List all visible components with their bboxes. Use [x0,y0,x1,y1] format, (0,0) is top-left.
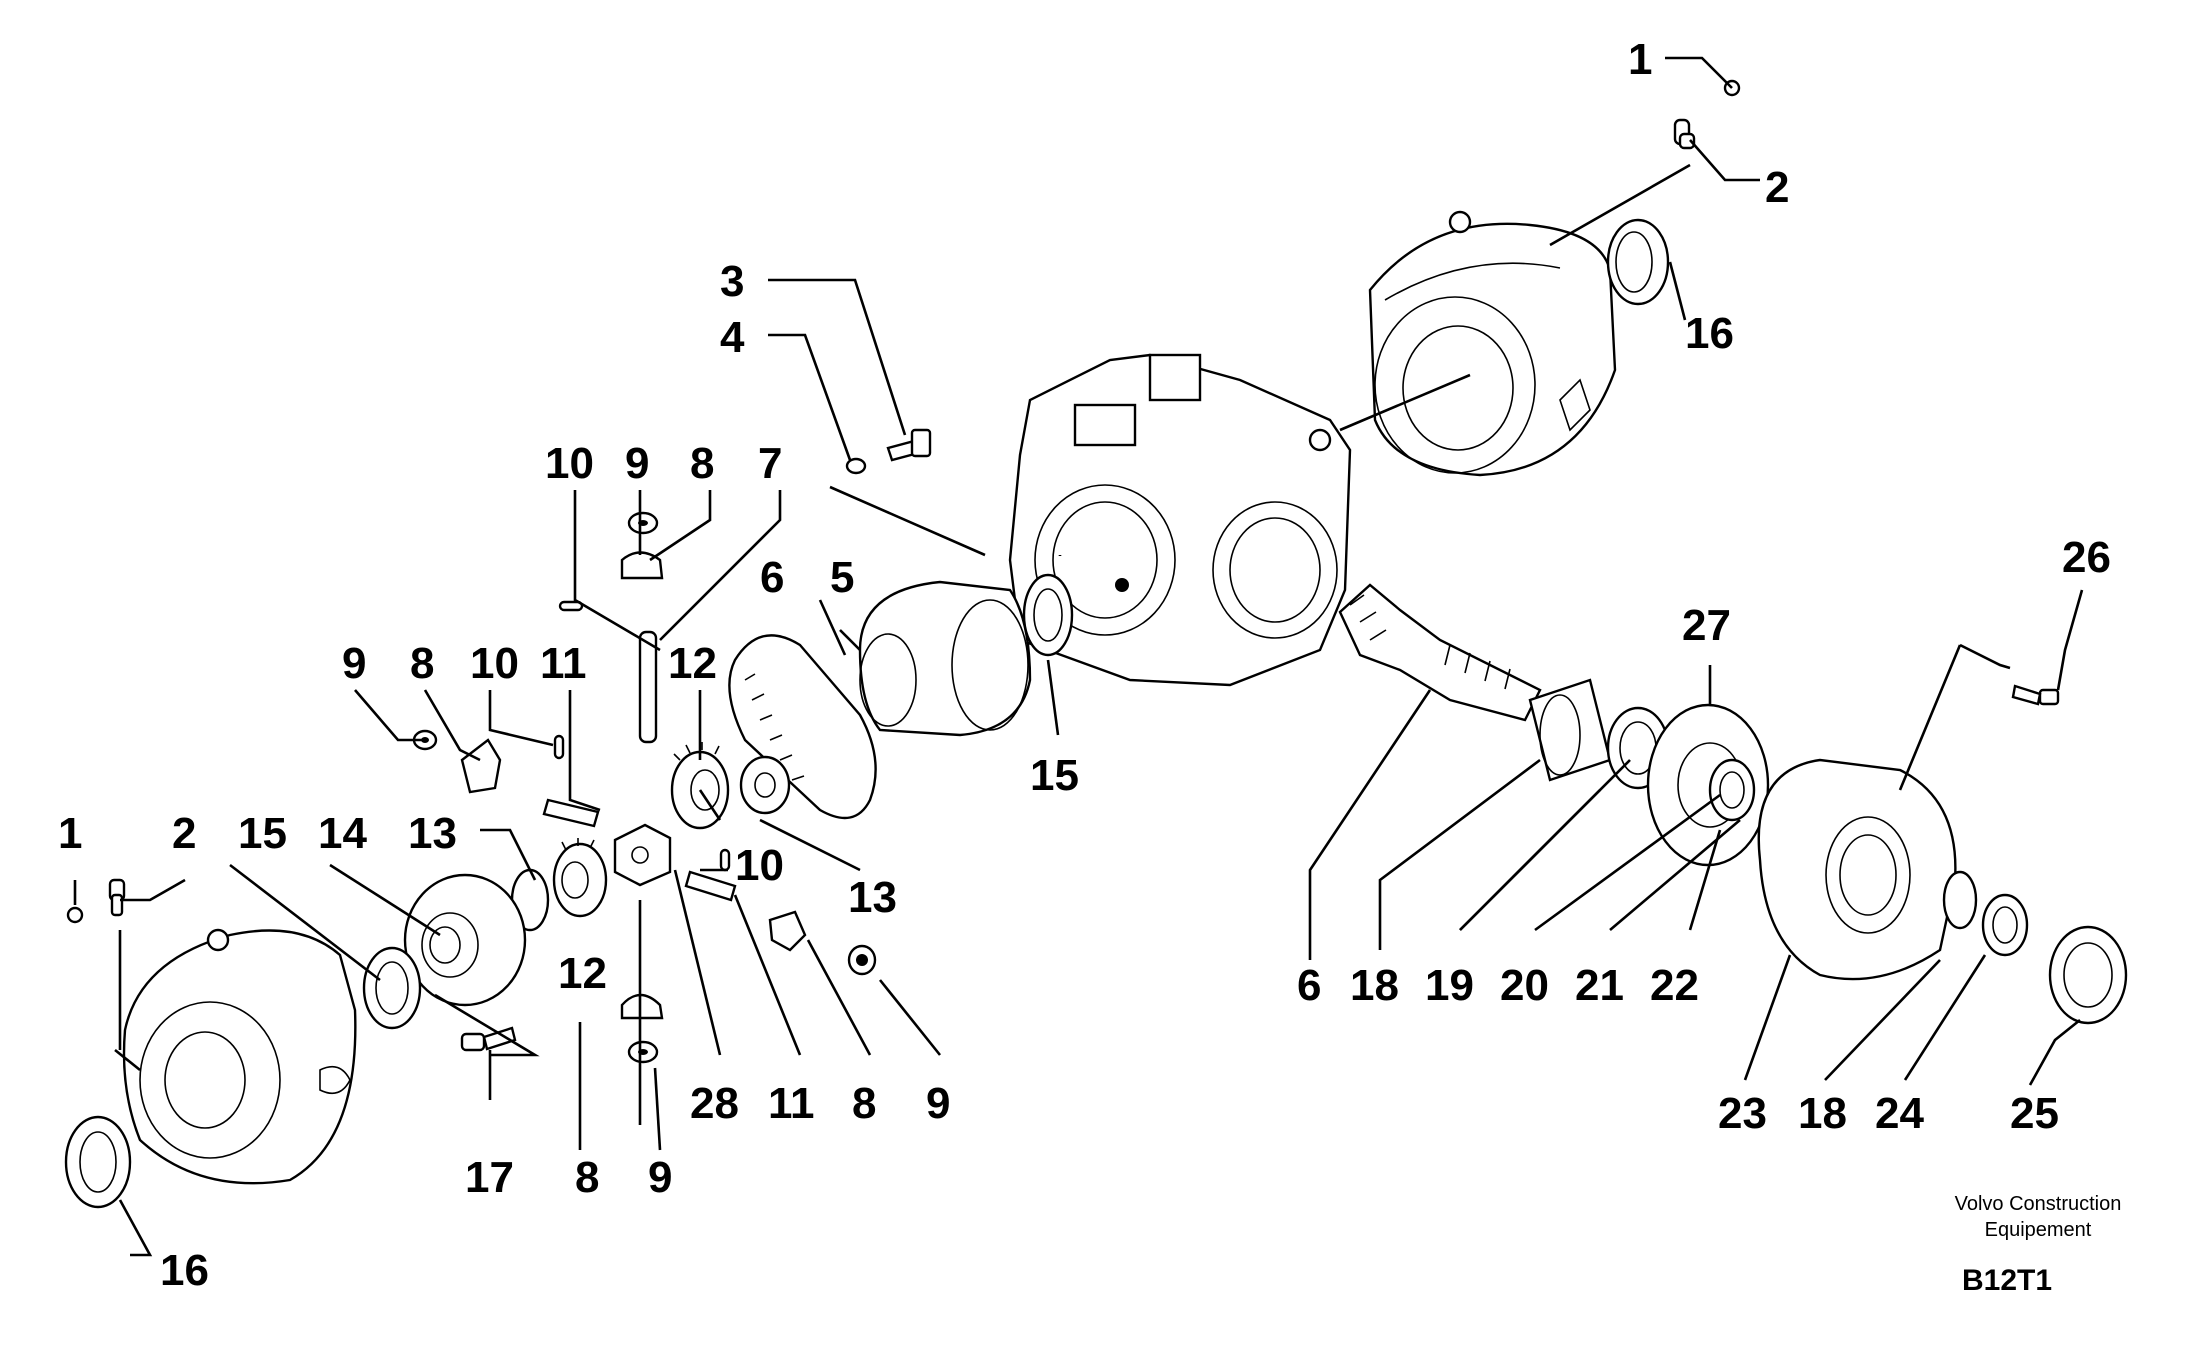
callout-12-right: 12 [668,639,717,688]
bolt-3 [886,428,932,462]
spacer-18 [1528,678,1612,782]
callout-2-top: 2 [1765,163,1789,212]
callout-15-center: 15 [1030,751,1079,800]
shaft-left [542,798,600,828]
callout-14: 14 [318,809,367,858]
bolt-26 [2011,684,2060,706]
bolt-left [66,906,84,924]
callout-24: 24 [1875,1089,1924,1138]
callout-8-right: 8 [852,1079,876,1128]
pin-left [553,734,565,760]
figure-code: B12T1 [1962,1264,2052,1297]
callout-8-bottom: 8 [575,1153,599,1202]
callout-10-top: 10 [545,439,594,488]
credit-line-1: Volvo Construction [1955,1193,2122,1215]
bolt-17 [460,1026,517,1052]
pin-top [558,600,584,612]
pinion-gear-bottom [620,993,664,1020]
callout-11-left: 11 [540,639,587,688]
callout-4: 4 [720,313,745,362]
pinion-housing [1757,758,1957,981]
callout-17: 17 [465,1153,514,1202]
differential-case-half [403,873,527,1007]
callout-20: 20 [1500,961,1549,1010]
callout-9-top: 9 [625,439,649,488]
callout-3: 3 [720,257,744,306]
thrust-washer-top [627,511,659,535]
callout-27: 27 [1682,601,1731,650]
callout-6-right: 6 [1297,961,1321,1010]
callout-26: 26 [2062,533,2111,582]
callout-19: 19 [1425,961,1474,1010]
callout-2-left: 2 [172,809,196,858]
callout-16-top: 16 [1685,309,1734,358]
seal-ring-bottom [64,1115,132,1209]
cross-shaft [638,630,658,744]
sleeve-24 [1981,893,2029,957]
bearing-15-center [1022,573,1074,657]
callout-8-top: 8 [690,439,714,488]
callout-9-bottom: 9 [648,1153,672,1202]
differential-case [858,580,1032,737]
callout-1-left: 1 [58,809,82,858]
callout-6-left: 6 [760,553,784,602]
seal-25 [2048,925,2128,1025]
drive-pinion-shaft [1338,583,1542,722]
callout-23: 23 [1718,1089,1767,1138]
callout-10-right: 10 [735,841,784,890]
left-housing-cover [122,928,357,1185]
callout-16-bottom: 16 [160,1246,209,1295]
thrust-washer-right [847,944,877,976]
leader-lines [73,56,2084,1257]
callout-5: 5 [830,553,854,602]
clip-top [1673,118,1696,150]
callout-9-right: 9 [926,1079,950,1128]
seal-ring-top [1606,218,1670,306]
callout-labels: 1 2 16 3 4 10 9 8 7 6 5 15 9 8 10 11 12 … [58,35,2111,1295]
callout-18-right: 18 [1798,1089,1847,1138]
credit-line-2: Equipement [1985,1219,2092,1241]
crown-wheel [728,634,877,820]
callout-10-left: 10 [470,639,519,688]
pinion-gear-right [768,910,807,952]
callout-15-left: 15 [238,809,287,858]
bearing-cup [1708,758,1756,822]
bearing-15-left [362,946,422,1030]
callout-22: 22 [1650,961,1699,1010]
side-gear-left [552,838,608,918]
right-housing-cover [1368,210,1617,477]
callout-28: 28 [690,1079,739,1128]
callout-25: 25 [2010,1089,2059,1138]
callout-18-center: 18 [1350,961,1399,1010]
thrust-washer-bottom [627,1040,659,1064]
callout-9-left: 9 [342,639,366,688]
clip-left [108,878,126,917]
spacer-18-right [1942,870,1978,930]
pin-right [719,848,731,872]
differential-carrier-housing [1008,353,1352,687]
callout-21: 21 [1575,961,1624,1010]
callout-13-right: 13 [848,873,897,922]
pinion-gear-left [460,738,502,794]
callout-8-left: 8 [410,639,434,688]
callout-1-top: 1 [1628,35,1652,84]
spider-block [613,823,672,887]
shaft-right [684,870,737,902]
washer-4 [845,457,867,475]
callout-12-left: 12 [558,949,607,998]
callout-11-bottom: 11 [768,1079,815,1128]
callout-7: 7 [758,439,782,488]
callout-13-left: 13 [408,809,457,858]
